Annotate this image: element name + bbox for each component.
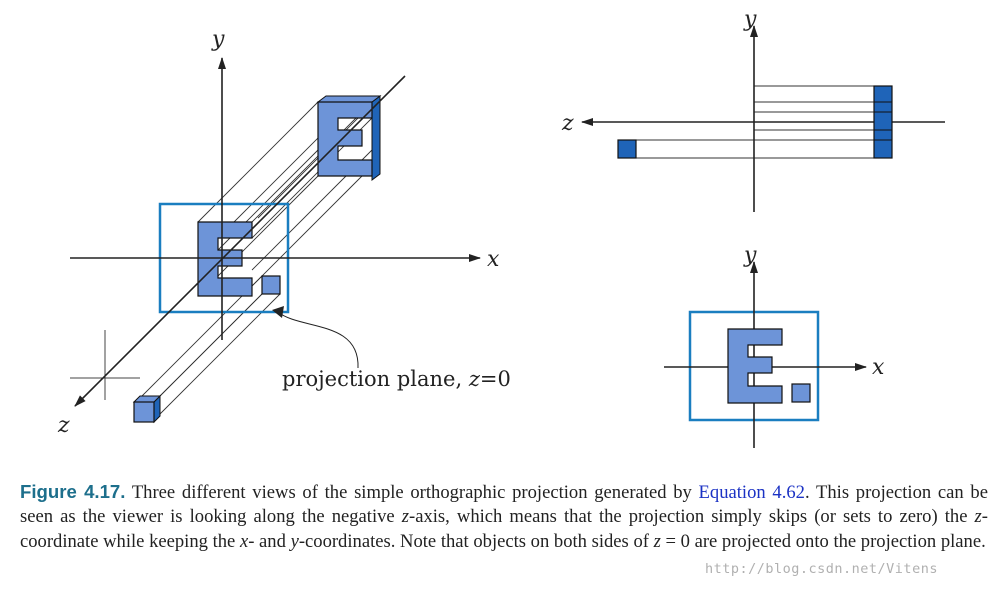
front-x-label: x bbox=[872, 355, 885, 380]
far-e-block bbox=[316, 95, 382, 181]
side-z-label: z bbox=[561, 111, 574, 136]
projected-e bbox=[197, 221, 281, 297]
equation-link[interactable]: Equation 4.62 bbox=[698, 482, 805, 503]
figure-label: Figure 4.17. bbox=[20, 481, 126, 502]
plane-leader-arrowhead bbox=[272, 306, 284, 318]
figure-caption: Figure 4.17. Three different views of th… bbox=[20, 480, 988, 554]
perspective-view: y x z projection plane, z=0 bbox=[57, 27, 511, 438]
side-view: y z bbox=[561, 7, 945, 212]
side-y-label: y bbox=[743, 7, 757, 32]
side-square bbox=[617, 139, 637, 159]
caption-var-z: z bbox=[653, 530, 661, 552]
side-projection-lines bbox=[636, 85, 874, 159]
caption-text-6: -coordinates. Note that objects on both … bbox=[298, 530, 654, 552]
front-e bbox=[727, 328, 783, 404]
front-y-label: y bbox=[743, 243, 757, 268]
caption-text-7: = 0 are projected onto the projection pl… bbox=[660, 530, 986, 552]
caption-var-z: z bbox=[401, 506, 410, 528]
near-square-block bbox=[132, 394, 162, 424]
watermark: http://blog.csdn.net/Vitens bbox=[705, 561, 938, 577]
perspective-x-label: x bbox=[487, 247, 500, 272]
perspective-z-axis bbox=[74, 75, 406, 407]
orthographic-projection-diagram: y x z projection plane, z=0 y z bbox=[57, 7, 945, 448]
side-e-profile bbox=[873, 85, 893, 159]
front-square bbox=[791, 383, 811, 403]
caption-text-4: -coordinate while keeping the bbox=[20, 506, 988, 552]
caption-var-z: z bbox=[974, 506, 982, 528]
plane-label-leader bbox=[277, 311, 359, 369]
caption-var-x: x bbox=[239, 530, 249, 552]
projection-plane-label: projection plane, z=0 bbox=[282, 367, 511, 391]
caption-text-2: . This projection can be seen as the vie… bbox=[20, 482, 988, 528]
caption-text-3: -axis, which means that the projection s… bbox=[409, 506, 975, 528]
caption-text-5: - and bbox=[248, 530, 291, 552]
caption-var-y: y bbox=[290, 530, 299, 552]
perspective-y-label: y bbox=[211, 27, 225, 52]
perspective-z-label: z bbox=[57, 413, 70, 438]
caption-text-1: Three different views of the simple orth… bbox=[125, 482, 699, 503]
front-view: y x bbox=[664, 243, 885, 448]
